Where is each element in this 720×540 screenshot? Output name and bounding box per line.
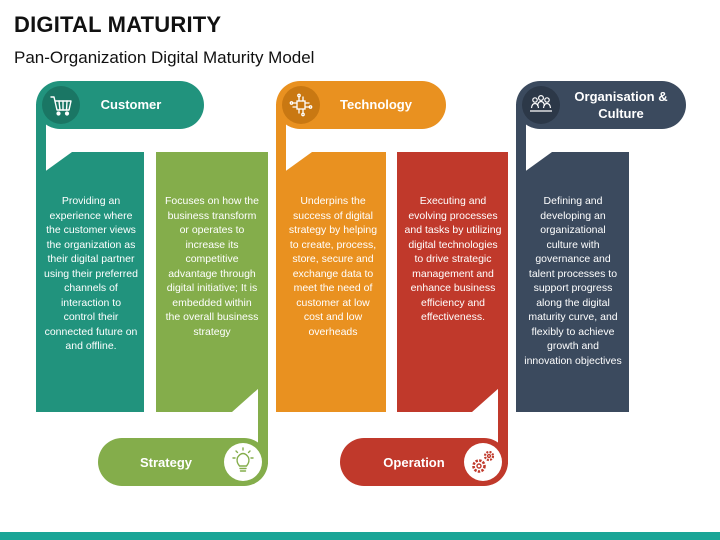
organisation-card	[516, 152, 629, 412]
strategy-card	[156, 152, 268, 412]
technology-label: Technology	[340, 97, 412, 112]
strategy-pill	[98, 438, 268, 486]
organisation-pill	[516, 81, 686, 129]
organisation-icon-circle	[522, 86, 560, 124]
operation-label: Operation	[383, 455, 445, 470]
technology-icon-circle	[282, 86, 320, 124]
page-title: DIGITAL MATURITY	[14, 12, 222, 37]
technology-description: Underpins the success of digital strateg…	[288, 195, 378, 338]
customer-description: Providing an experience where the custom…	[44, 195, 138, 352]
footer-accent-bar	[0, 532, 720, 540]
strategy-description: Focuses on how the business transform or…	[165, 195, 259, 338]
customer-icon-circle	[42, 86, 80, 124]
gears-icon	[472, 450, 495, 473]
organisation-description: Defining and developing an organizationa…	[524, 195, 622, 367]
customer-label: Customer	[100, 97, 162, 112]
operation-connector	[498, 380, 508, 464]
technology-card	[276, 152, 386, 412]
technology-pill	[276, 81, 446, 129]
customer-card	[36, 152, 144, 412]
operation-description: Executing and evolving processes and tas…	[404, 195, 502, 323]
strategy-icon-circle	[224, 443, 262, 481]
operation-pill	[340, 438, 508, 486]
strategy-label: Strategy	[139, 455, 193, 470]
page-subtitle: Pan-Organization Digital Maturity Model	[14, 48, 315, 67]
stage-strategy	[98, 152, 268, 486]
strategy-connector	[258, 380, 268, 464]
circuit-icon	[289, 93, 313, 117]
stage-organisation-culture	[516, 81, 686, 412]
lightbulb-icon	[232, 447, 254, 472]
stage-customer	[36, 81, 204, 412]
team-icon	[530, 94, 552, 112]
customer-pill	[36, 81, 204, 129]
shopping-cart-icon	[50, 96, 72, 116]
stage-operation	[340, 152, 508, 486]
stage-technology	[276, 81, 446, 412]
operation-icon-circle	[464, 443, 502, 481]
operation-card	[397, 152, 508, 412]
organisation-label: Organisation & Culture	[574, 89, 668, 121]
